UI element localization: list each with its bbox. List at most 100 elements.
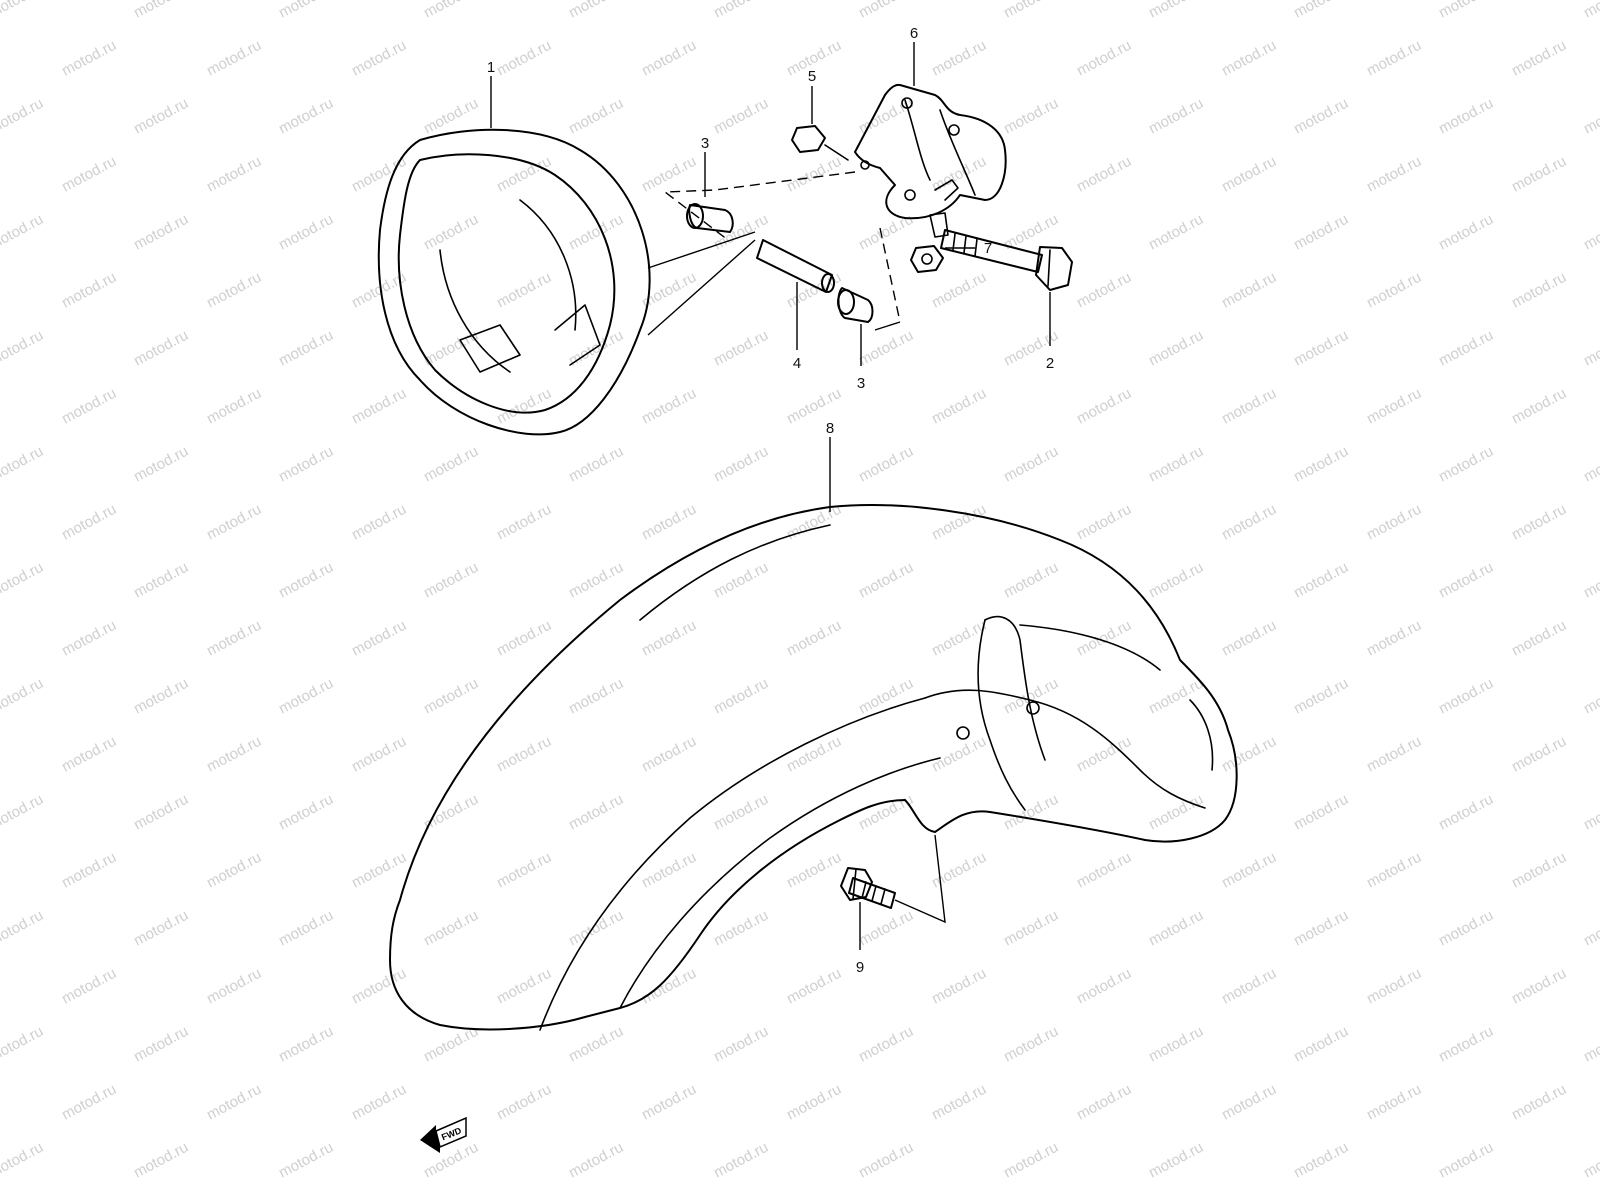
watermark-text: motod.ru <box>1364 1081 1424 1124</box>
spacer-upper <box>686 203 734 233</box>
watermark-text: motod.ru <box>1074 153 1134 196</box>
watermark-text: motod.ru <box>1146 559 1206 602</box>
watermark-text: motod.ru <box>276 1139 336 1182</box>
watermark-text: motod.ru <box>1436 1139 1496 1182</box>
watermark-text: motod.ru <box>566 0 626 22</box>
watermark-text: motod.ru <box>1291 95 1351 138</box>
watermark-text: motod.ru <box>1219 849 1279 892</box>
watermark-text: motod.ru <box>1219 1081 1279 1124</box>
watermark-text: motod.ru <box>856 791 916 834</box>
watermark-text: motod.ru <box>639 849 699 892</box>
watermark-text: motod.ru <box>711 0 771 22</box>
watermark-text: motod.ru <box>421 211 481 254</box>
watermark-text: motod.ru <box>1219 269 1279 312</box>
spacer-lower <box>837 287 874 323</box>
watermark-text: motod.ru <box>131 675 191 718</box>
watermark-text: motod.ru <box>639 617 699 660</box>
watermark-text: motod.ru <box>59 501 119 544</box>
callout-7: 7 <box>984 240 992 257</box>
watermark-text: motod.ru <box>1436 559 1496 602</box>
watermark-text: motod.ru <box>1364 617 1424 660</box>
watermark-text: motod.ru <box>59 1081 119 1124</box>
callout-6: 6 <box>910 25 918 42</box>
watermark-text: motod.ru <box>1074 501 1134 544</box>
watermark-text: motod.ru <box>59 965 119 1008</box>
watermark-text: motod.ru <box>131 95 191 138</box>
collar <box>756 239 835 293</box>
watermark-text: motod.ru <box>1581 443 1600 486</box>
watermark-text: motod.ru <box>1074 1081 1134 1124</box>
watermark-text: motod.ru <box>1509 385 1569 428</box>
watermark-text: motod.ru <box>784 1081 844 1124</box>
watermark-text: motod.ru <box>1001 559 1061 602</box>
watermark-text: motod.ru <box>856 443 916 486</box>
watermark-text: motod.ru <box>1581 791 1600 834</box>
watermark-text: motod.ru <box>711 791 771 834</box>
watermark-text: motod.ru <box>856 1023 916 1066</box>
watermark-text: motod.ru <box>276 559 336 602</box>
watermark-text: motod.ru <box>639 1081 699 1124</box>
watermark-text: motod.ru <box>929 269 989 312</box>
watermark-text: motod.ru <box>1509 617 1569 660</box>
watermark-text: motod.ru <box>131 1023 191 1066</box>
watermark-text: motod.ru <box>1291 791 1351 834</box>
watermark-text: motod.ru <box>421 907 481 950</box>
watermark-text: motod.ru <box>1074 733 1134 776</box>
watermark-text: motod.ru <box>276 1023 336 1066</box>
callout-4: 4 <box>793 355 801 372</box>
watermark-text: motod.ru <box>131 1139 191 1182</box>
watermark-text: motod.ru <box>929 1081 989 1124</box>
watermark-text: motod.ru <box>856 327 916 370</box>
watermark-text: motod.ru <box>0 791 46 834</box>
watermark-text: motod.ru <box>1074 37 1134 80</box>
watermark-text: motod.ru <box>0 211 46 254</box>
watermark-text: motod.ru <box>711 1139 771 1182</box>
watermark-text: motod.ru <box>1146 1139 1206 1182</box>
watermark-text: motod.ru <box>1146 211 1206 254</box>
watermark-text: motod.ru <box>856 559 916 602</box>
watermark-text: motod.ru <box>566 95 626 138</box>
watermark-text: motod.ru <box>494 617 554 660</box>
watermark-text: motod.ru <box>1436 443 1496 486</box>
watermark-text: motod.ru <box>566 443 626 486</box>
watermark-text: motod.ru <box>711 211 771 254</box>
callout-2: 2 <box>1046 355 1054 372</box>
watermark-text: motod.ru <box>929 501 989 544</box>
watermark-text: motod.ru <box>929 385 989 428</box>
bracket <box>854 83 1007 238</box>
watermark-text: motod.ru <box>1001 0 1061 22</box>
watermark-text: motod.ru <box>856 907 916 950</box>
watermark-text: motod.ru <box>1291 675 1351 718</box>
watermark-text: motod.ru <box>0 327 46 370</box>
watermark-text: motod.ru <box>1291 0 1351 22</box>
watermark-text: motod.ru <box>494 501 554 544</box>
watermark-text: motod.ru <box>1219 37 1279 80</box>
watermark-text: motod.ru <box>1001 907 1061 950</box>
watermark-text: motod.ru <box>1219 617 1279 660</box>
watermark-text: motod.ru <box>0 1139 46 1182</box>
watermark-text: motod.ru <box>1074 617 1134 660</box>
watermark-text: motod.ru <box>784 385 844 428</box>
watermark-text: motod.ru <box>566 1023 626 1066</box>
watermark-text: motod.ru <box>566 1139 626 1182</box>
watermark-text: motod.ru <box>1291 211 1351 254</box>
watermark-text: motod.ru <box>421 0 481 22</box>
watermark-text: motod.ru <box>204 385 264 428</box>
watermark-text: motod.ru <box>494 269 554 312</box>
watermark-text: motod.ru <box>929 965 989 1008</box>
watermark-text: motod.ru <box>566 907 626 950</box>
watermark-text: motod.ru <box>0 443 46 486</box>
watermark-text: motod.ru <box>1219 385 1279 428</box>
watermark-text: motod.ru <box>1291 443 1351 486</box>
watermark-text: motod.ru <box>1219 501 1279 544</box>
watermark-text: motod.ru <box>204 153 264 196</box>
headlight-housing <box>377 128 756 436</box>
watermark-text: motod.ru <box>1509 849 1569 892</box>
watermark-text: motod.ru <box>349 1081 409 1124</box>
watermark-text: motod.ru <box>1581 907 1600 950</box>
watermark-text: motod.ru <box>1291 907 1351 950</box>
watermark-text: motod.ru <box>204 617 264 660</box>
watermark-text: motod.ru <box>1581 211 1600 254</box>
watermark-text: motod.ru <box>711 1023 771 1066</box>
watermark-text: motod.ru <box>204 965 264 1008</box>
